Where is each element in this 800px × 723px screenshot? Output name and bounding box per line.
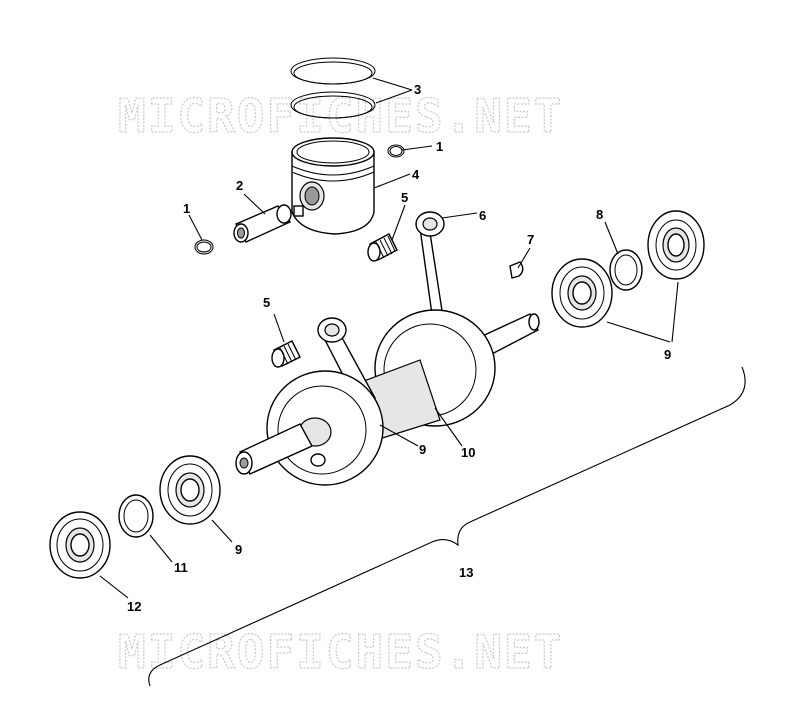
crankshaft-assembly: [235, 309, 540, 486]
callout-4: 4: [412, 167, 420, 182]
callout-6: 6: [479, 208, 486, 223]
callout-9-lower: 9: [235, 542, 242, 557]
main-bearing-right-outer: [647, 210, 705, 280]
callout-3: 3: [414, 82, 421, 97]
spacer-ring-right: [609, 249, 643, 291]
spacer-ring-left: [118, 494, 154, 538]
callout-1-right: 1: [436, 139, 443, 154]
callout-9-right: 9: [664, 347, 671, 362]
connecting-rod-upper: [415, 211, 446, 338]
piston-pin: [233, 204, 292, 243]
oil-seal-left: [49, 511, 111, 579]
assembly-brace: [148, 366, 746, 687]
callout-5-lower: 5: [263, 295, 270, 310]
needle-bearing-lower: [271, 340, 301, 368]
callout-5-upper: 5: [401, 190, 408, 205]
callout-10: 10: [461, 445, 475, 460]
callout-11: 11: [174, 560, 188, 575]
callout-7: 7: [527, 232, 534, 247]
main-bearing-right-inner: [551, 258, 613, 328]
piston: [291, 137, 375, 235]
circlip-left: [194, 239, 214, 255]
callout-12: 12: [127, 599, 141, 614]
callout-2: 2: [236, 178, 243, 193]
piston-rings: [290, 57, 376, 119]
main-bearing-left: [159, 455, 221, 525]
callout-13: 13: [459, 565, 473, 580]
circlip-right: [387, 144, 405, 158]
callouts: 3 1 4 2 1 5 6 7 8 9 5 9 10 9 11 13 12: [127, 82, 671, 614]
needle-bearing-upper: [367, 233, 398, 262]
watermark-top: MICROFICHES.NET: [118, 89, 563, 143]
leader-lines: [99, 77, 679, 599]
watermark-bottom: MICROFICHES.NET: [118, 625, 563, 679]
callout-9-center: 9: [419, 442, 426, 457]
callout-8: 8: [596, 207, 603, 222]
callout-1-left: 1: [183, 201, 190, 216]
woodruff-key: [509, 261, 524, 279]
